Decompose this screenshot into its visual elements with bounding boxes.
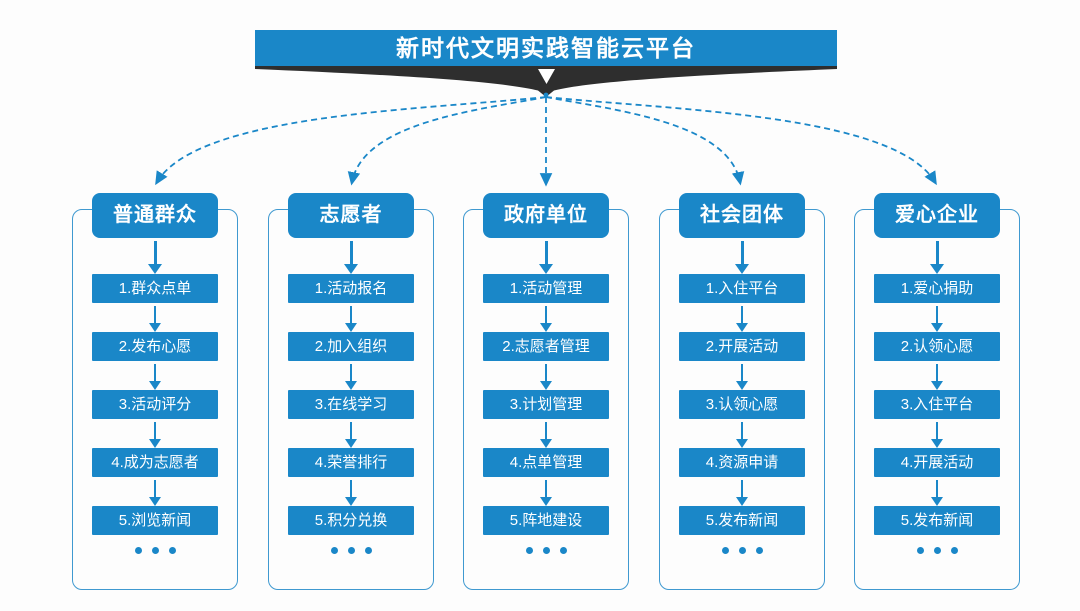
connector-to-column-2: [347, 96, 547, 186]
column-header: 普通群众: [92, 193, 218, 238]
flow-step: 1.群众点单: [92, 274, 218, 303]
flow-step: 2.加入组织: [288, 332, 414, 361]
flow-step: 3.入住平台: [874, 390, 1000, 419]
arrow-down-icon: [463, 361, 629, 390]
ellipsis-icon: [72, 547, 238, 554]
column-government-unit: 政府单位 1.活动管理 2.志愿者管理 3.计划管理 4.点单管理 5.阵地建设: [463, 193, 629, 590]
arrow-down-icon: [463, 419, 629, 448]
arrow-down-icon: [72, 477, 238, 506]
ellipsis-icon: [463, 547, 629, 554]
flow-step: 5.阵地建设: [483, 506, 609, 535]
flow-step: 4.资源申请: [679, 448, 805, 477]
ellipsis-icon: [659, 547, 825, 554]
flow-step: 4.点单管理: [483, 448, 609, 477]
arrow-down-icon: [268, 477, 434, 506]
arrow-down-icon: [72, 361, 238, 390]
arrow-down-icon: [659, 303, 825, 332]
flow-step: 1.入住平台: [679, 274, 805, 303]
arrow-down-icon: [463, 477, 629, 506]
page-title: 新时代文明实践智能云平台: [255, 30, 837, 66]
column-header: 社会团体: [679, 193, 805, 238]
arrow-down-icon: [268, 361, 434, 390]
connector-to-column-5: [545, 96, 937, 186]
flow-step: 3.计划管理: [483, 390, 609, 419]
arrow-down-icon: [72, 303, 238, 332]
arrow-down-icon: [659, 361, 825, 390]
flow-step: 1.活动报名: [288, 274, 414, 303]
flow-step: 3.认领心愿: [679, 390, 805, 419]
arrow-down-icon: [463, 303, 629, 332]
arrow-down-icon: [854, 419, 1020, 448]
arrow-down-icon: [659, 419, 825, 448]
arrow-down-icon: [659, 238, 825, 274]
flow-step: 4.成为志愿者: [92, 448, 218, 477]
connector-to-column-1: [155, 96, 547, 186]
flow-step: 4.开展活动: [874, 448, 1000, 477]
arrow-down-icon: [463, 238, 629, 274]
arrow-down-icon: [538, 69, 555, 84]
arrow-down-icon: [854, 303, 1020, 332]
column-social-group: 社会团体 1.入住平台 2.开展活动 3.认领心愿 4.资源申请 5.发布新闻: [659, 193, 825, 590]
ellipsis-icon: [854, 547, 1020, 554]
flow-step: 2.开展活动: [679, 332, 805, 361]
arrow-down-icon: [854, 477, 1020, 506]
flow-step: 5.浏览新闻: [92, 506, 218, 535]
flow-step: 1.爱心捐助: [874, 274, 1000, 303]
flow-step: 4.荣誉排行: [288, 448, 414, 477]
arrow-down-icon: [268, 238, 434, 274]
arrow-down-icon: [268, 303, 434, 332]
column-caring-enterprise: 爱心企业 1.爱心捐助 2.认领心愿 3.入住平台 4.开展活动 5.发布新闻: [854, 193, 1020, 590]
column-header: 政府单位: [483, 193, 609, 238]
flow-step: 3.在线学习: [288, 390, 414, 419]
ellipsis-icon: [268, 547, 434, 554]
arrow-down-icon: [659, 477, 825, 506]
column-volunteers: 志愿者 1.活动报名 2.加入组织 3.在线学习 4.荣誉排行 5.积分兑换: [268, 193, 434, 590]
flow-step: 3.活动评分: [92, 390, 218, 419]
flow-step: 2.认领心愿: [874, 332, 1000, 361]
ribbon-shape: [255, 66, 837, 97]
arrow-down-icon: [72, 419, 238, 448]
arrow-down-icon: [72, 238, 238, 274]
flow-step: 5.发布新闻: [874, 506, 1000, 535]
connector-to-column-4: [545, 96, 745, 186]
column-header: 志愿者: [288, 193, 414, 238]
column-header: 爱心企业: [874, 193, 1000, 238]
flow-step: 2.志愿者管理: [483, 332, 609, 361]
flow-step: 5.发布新闻: [679, 506, 805, 535]
flow-step: 2.发布心愿: [92, 332, 218, 361]
flow-step: 5.积分兑换: [288, 506, 414, 535]
flow-step: 1.活动管理: [483, 274, 609, 303]
arrow-down-icon: [854, 361, 1020, 390]
column-general-public: 普通群众 1.群众点单 2.发布心愿 3.活动评分 4.成为志愿者 5.浏览新闻: [72, 193, 238, 590]
arrow-down-icon: [268, 419, 434, 448]
arrow-down-icon: [854, 238, 1020, 274]
